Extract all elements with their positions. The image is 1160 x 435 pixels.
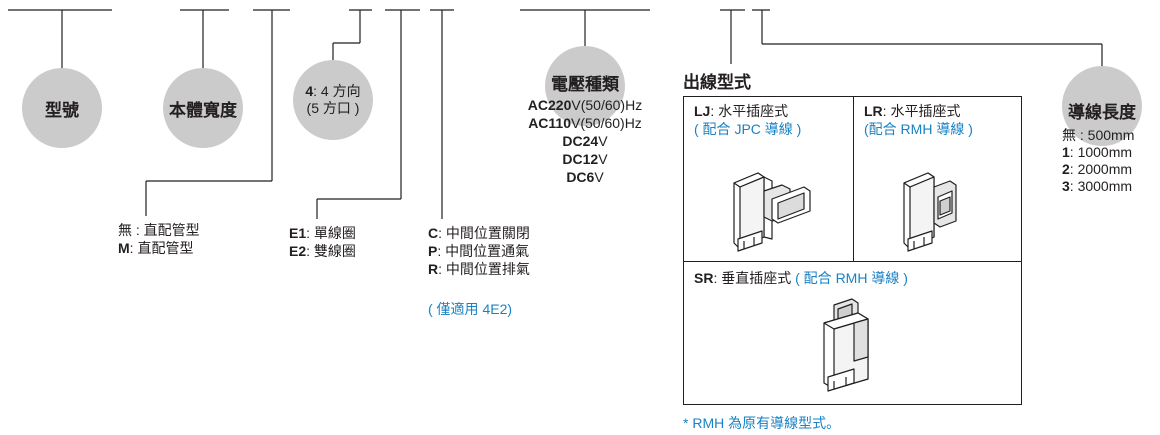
- outlet-lr: LR: 水平插座式 (配合 RMH 導線 ): [864, 102, 973, 138]
- voltage-title: 電壓種類: [551, 75, 619, 94]
- pipe-options: 無 : 直配管型 M: 直配管型: [118, 221, 200, 257]
- outlet-divider-horizontal: [684, 261, 1021, 262]
- center-row: R: 中間位置排氣: [428, 261, 530, 277]
- outlet-sr: SR: 垂直插座式 ( 配合 RMH 導線 ): [694, 269, 908, 287]
- voltage-list: AC220V(50/60)Hz AC110V(50/60)Hz DC24V DC…: [500, 96, 670, 186]
- center-position-options: C: 中間位置關閉 P: 中間位置通氣 R: 中間位置排氣: [428, 224, 530, 278]
- outlet-lr-text: : 水平插座式: [882, 103, 961, 119]
- coil-row: E2: 雙線圈: [289, 243, 356, 259]
- direction-text: 4 方向: [317, 83, 361, 99]
- direction-sep: :: [313, 83, 318, 99]
- outlet-sr-note: ( 配合 RMH 導線 ): [795, 270, 908, 286]
- cable-length-list: 無 : 500mm 1: 1000mm 2: 2000mm 3: 3000mm: [1062, 127, 1134, 195]
- sr-connector-icon: [823, 298, 869, 392]
- outlet-box: LJ: 水平插座式 ( 配合 JPC 導線 ) LR: 水平插座式 (配合 RM…: [683, 96, 1022, 405]
- outlet-lj-note: ( 配合 JPC 導線 ): [694, 121, 802, 137]
- cable-length-circle: 導線長度: [1062, 66, 1142, 146]
- outlet-lj-code: LJ: [694, 103, 711, 119]
- cable-length-row: 2: 2000mm: [1062, 161, 1133, 177]
- center-row: P: 中間位置通氣: [428, 243, 530, 259]
- lj-connector-icon: [733, 172, 811, 252]
- direction-code: 4: [305, 83, 314, 99]
- type-label: 型號: [45, 100, 79, 120]
- voltage-row: DC12V: [562, 151, 608, 167]
- voltage-row: AC220V(50/60)Hz: [527, 97, 643, 113]
- outlet-lr-note: (配合 RMH 導線 ): [864, 121, 973, 137]
- center-note: ( 僅適用 4E2): [428, 301, 513, 317]
- pipe-m: M: 直配管型: [118, 240, 194, 256]
- body-width-circle: 本體寬度: [163, 68, 243, 148]
- outlet-sr-text: : 垂直插座式: [713, 270, 796, 286]
- outlet-lj-text: : 水平插座式: [710, 103, 789, 119]
- outlet-footnote: * RMH 為原有導線型式。: [683, 415, 841, 431]
- cable-length-row: 無 : 500mm: [1062, 127, 1135, 143]
- coil-options: E1: 單線圈 E2: 雙線圈: [289, 224, 356, 260]
- cable-length-row: 1: 1000mm: [1062, 144, 1133, 160]
- voltage-row: AC110V(50/60)Hz: [528, 115, 642, 131]
- voltage-row: DC24V: [562, 133, 608, 149]
- center-row: C: 中間位置關閉: [428, 225, 530, 241]
- type-circle: 型號: [22, 68, 102, 148]
- outlet-sr-code: SR: [694, 270, 714, 286]
- coil-row: E1: 單線圈: [289, 225, 356, 241]
- outlet-lr-code: LR: [864, 103, 883, 119]
- voltage-row: DC6V: [566, 169, 604, 185]
- direction-sub: (5 方口 ): [306, 100, 360, 116]
- direction-circle: 4: 4 方向 (5 方口 ): [293, 60, 373, 140]
- cable-length-title: 導線長度: [1068, 103, 1136, 122]
- voltage-circle: 電壓種類: [545, 46, 625, 126]
- pipe-none: 無 : 直配管型: [118, 222, 200, 238]
- outlet-lj: LJ: 水平插座式 ( 配合 JPC 導線 ): [694, 102, 801, 138]
- outlet-divider-vertical: [853, 97, 854, 261]
- cable-length-row: 3: 3000mm: [1062, 178, 1133, 194]
- outlet-title: 出線型式: [683, 73, 751, 92]
- body-width-label: 本體寬度: [169, 100, 237, 120]
- lr-connector-icon: [903, 172, 957, 252]
